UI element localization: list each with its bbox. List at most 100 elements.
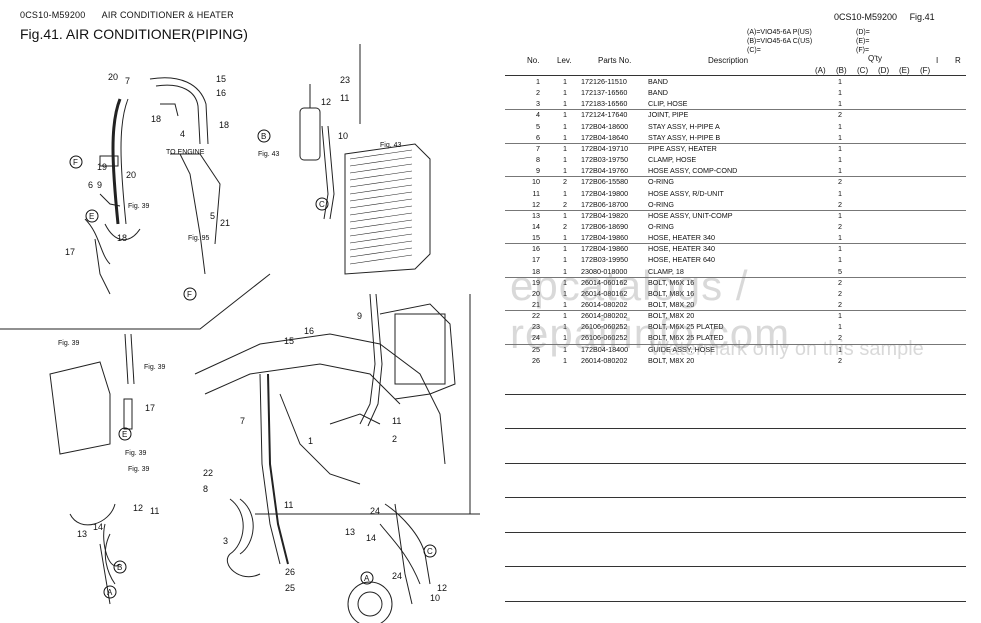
- fig-ref-39a: Fig. 39: [128, 203, 150, 210]
- col-header-r: R: [955, 56, 961, 65]
- row-description: STAY ASSY, H-PIPE A: [648, 121, 720, 131]
- circle-b-2: B: [113, 560, 127, 574]
- row-qty-b: 1: [838, 233, 842, 243]
- row-no: 1: [536, 77, 540, 86]
- row-part-number: 172B03-19750: [581, 155, 629, 165]
- callout-17b: 17: [145, 403, 155, 413]
- row-no: 10: [532, 177, 540, 187]
- row-part-number: 172B04-19710: [581, 143, 629, 153]
- callout-18b: 18: [219, 120, 229, 130]
- row-description: BAND: [648, 77, 668, 86]
- col-header-description: Description: [708, 56, 749, 65]
- row-qty-b: 2: [838, 177, 842, 187]
- row-no: 18: [532, 266, 540, 276]
- model-f: (F)=: [856, 47, 870, 54]
- callout-6: 6: [88, 180, 93, 190]
- callout-20: 20: [108, 72, 118, 82]
- qty-col-a: (A): [815, 66, 826, 75]
- row-description: HOSE, HEATER 640: [648, 255, 715, 265]
- row-qty-b: 1: [838, 244, 842, 254]
- row-no: 11: [532, 188, 540, 198]
- row-qty-b: 1: [838, 132, 842, 142]
- row-description: STAY ASSY, H-PIPE B: [648, 132, 721, 142]
- callout-15a: 15: [216, 74, 226, 84]
- row-description: HOSE, HEATER 340: [648, 244, 715, 254]
- row-qty-b: 1: [838, 344, 842, 354]
- model-d: (D)=: [856, 29, 870, 36]
- row-description: CLAMP, 18: [648, 266, 684, 276]
- callout-9b: 9: [357, 311, 362, 321]
- callout-13b: 13: [345, 527, 355, 537]
- callout-11c: 11: [284, 500, 293, 510]
- col-header-qty: Q'ty: [868, 54, 882, 63]
- row-lev: 1: [563, 77, 567, 86]
- callout-14b: 14: [366, 533, 376, 543]
- row-lev: 1: [563, 300, 567, 309]
- qty-col-c: (C): [857, 66, 869, 75]
- row-lev: 1: [563, 188, 567, 198]
- qty-col-e: (E): [899, 66, 910, 75]
- row-part-number: 172B04-18400: [581, 344, 629, 354]
- callout-18c: 18: [117, 233, 127, 243]
- header-rule: [505, 75, 966, 76]
- callout-19: 19: [97, 162, 107, 172]
- col-header-no: No.: [527, 56, 540, 65]
- callout-20b: 20: [126, 170, 136, 180]
- row-description: HOSE ASSY, UNIT-COMP: [648, 210, 733, 220]
- callout-11b: 11: [392, 416, 401, 426]
- right-fig-number: Fig.41: [909, 12, 935, 22]
- engine-label: TO ENGINE: [166, 149, 205, 156]
- row-part-number: 172137-16560: [581, 88, 628, 98]
- row-part-number: 26014-080202: [581, 355, 628, 365]
- row-part-number: 172B04-19800: [581, 188, 629, 198]
- figure-title: Fig.41. AIR CONDITIONER(PIPING): [20, 26, 248, 42]
- row-lev: 1: [563, 344, 567, 354]
- watermark: epcatalogs / repairinfo.com: [510, 262, 791, 357]
- svg-text:A: A: [364, 574, 370, 583]
- row-no: 21: [532, 300, 540, 309]
- header-right: 0CS10-M59200 Fig.41: [834, 12, 945, 22]
- callout-4: 4: [180, 129, 185, 139]
- row-part-number: 26014-080202: [581, 311, 628, 321]
- svg-text:B: B: [117, 563, 122, 572]
- row-no: 17: [532, 255, 540, 265]
- row-qty-b: 1: [838, 155, 842, 165]
- blank-rule: [505, 428, 966, 430]
- row-no: 4: [536, 110, 540, 120]
- row-lev: 2: [563, 177, 567, 187]
- circle-c-2: C: [423, 544, 437, 558]
- fig-ref-39e: Fig. 39: [128, 466, 150, 473]
- callout-8: 8: [203, 484, 208, 494]
- group-rule: [505, 109, 966, 111]
- callout-7a: 7: [125, 76, 130, 86]
- row-description: BOLT, M8X 20: [648, 300, 695, 309]
- callout-12a: 12: [321, 97, 331, 107]
- row-part-number: 26014-060162: [581, 277, 628, 287]
- row-qty-b: 2: [838, 300, 842, 309]
- callout-9a: 9: [97, 180, 102, 190]
- row-part-number: 172B04-19760: [581, 166, 629, 176]
- row-part-number: 172B03-19950: [581, 255, 629, 265]
- row-part-number: 172B04-19860: [581, 233, 629, 243]
- row-qty-b: 2: [838, 288, 842, 298]
- row-qty-b: 2: [838, 277, 842, 287]
- row-part-number: 172B06-18700: [581, 199, 629, 209]
- group-rule: [505, 209, 966, 211]
- svg-text:A: A: [107, 588, 113, 597]
- row-lev: 1: [563, 210, 567, 220]
- right-doc-code: 0CS10-M59200: [834, 12, 898, 22]
- model-b: (B)=VIO45-6A C(US): [747, 38, 813, 45]
- svg-text:F: F: [73, 158, 78, 167]
- circle-f-1: F: [69, 155, 83, 169]
- row-part-number: 26014-080162: [581, 288, 628, 298]
- row-part-number: 172B06-15580: [581, 177, 629, 187]
